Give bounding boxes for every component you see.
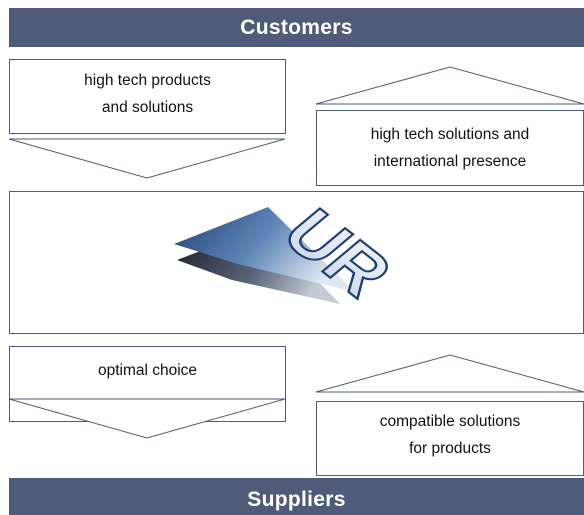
- suppliers-offer-line-1: compatible solutions: [379, 413, 521, 430]
- suppliers-footer: Suppliers: [9, 478, 584, 515]
- optimal-choice-line: optimal choice: [97, 362, 198, 379]
- down-arrow-bottom: [8, 398, 286, 439]
- customers-label: Customers: [240, 16, 353, 39]
- suppliers-offer-line-2: for products: [409, 440, 491, 457]
- ur-logo-panel: UR: [9, 191, 584, 334]
- customers-header: Customers: [9, 8, 584, 47]
- customers-need-box: high tech products and solutions: [9, 59, 286, 134]
- up-arrow-bottom: [315, 354, 584, 393]
- customers-need-line-1: high tech products: [84, 72, 211, 89]
- logo-main-wedge: [174, 207, 355, 292]
- customers-need-line-2: and solutions: [101, 99, 194, 116]
- suppliers-label: Suppliers: [247, 488, 346, 511]
- ur-offer-to-customers-box: high tech solutions and international pr…: [316, 110, 584, 186]
- ur-logo: UR: [174, 195, 409, 311]
- up-arrow-top: [315, 66, 584, 105]
- suppliers-offer-box: compatible solutions for products: [316, 401, 584, 476]
- ur-offer-line-2: international presence: [373, 153, 527, 170]
- ur-offer-line-1: high tech solutions and: [370, 126, 530, 143]
- down-arrow-top: [8, 138, 286, 179]
